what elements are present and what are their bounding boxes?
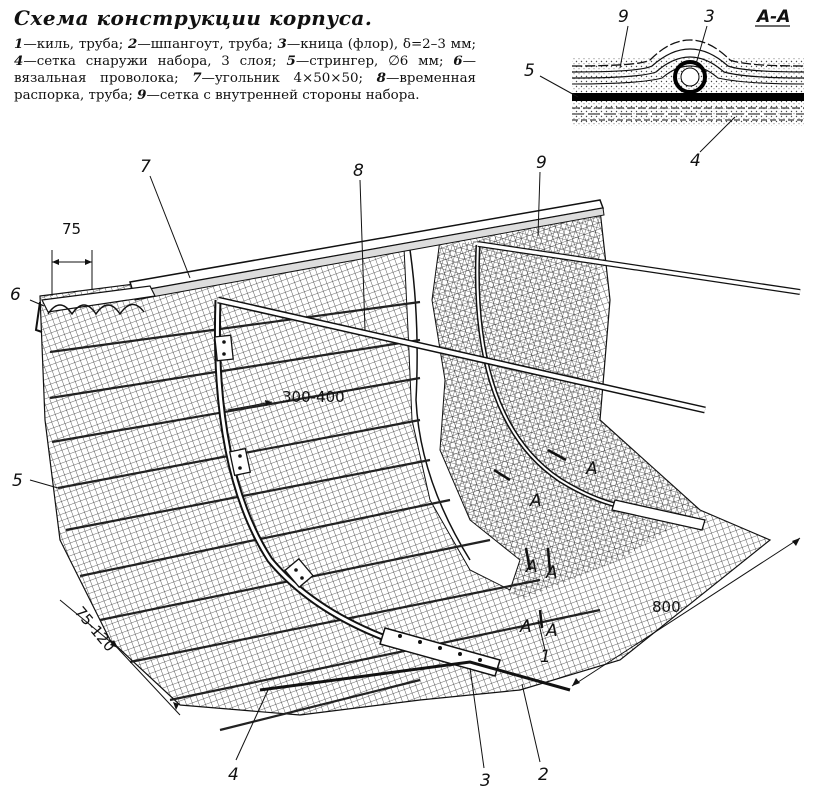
legend-description: —стрингер, ∅6 мм; bbox=[295, 54, 454, 69]
legend-number: 6 bbox=[453, 53, 463, 69]
label-3: 3 bbox=[480, 771, 491, 791]
section-mark-a-1: A bbox=[529, 491, 542, 511]
legend-number: 3 bbox=[277, 36, 287, 52]
section-mark-a-2: A bbox=[585, 459, 598, 479]
label-5: 5 bbox=[12, 471, 23, 491]
legend-number: 4 bbox=[14, 53, 24, 69]
legend-description: —сетка снаружи набора, 3 слоя; bbox=[23, 54, 287, 69]
label-6: 6 bbox=[10, 285, 21, 305]
section-label-3: 3 bbox=[704, 7, 715, 27]
legend-description: —временная распорка, труба; bbox=[14, 71, 476, 103]
legend-text: 1—киль, труба; 2—шпангоут, труба; 3—книц… bbox=[14, 36, 476, 104]
label-7: 7 bbox=[140, 157, 151, 177]
section-mark-a-4: A bbox=[545, 563, 558, 583]
section-mark-a-3: A bbox=[525, 557, 538, 577]
legend-description: —сетка с внутренней стороны набора. bbox=[146, 88, 420, 103]
legend-description: —угольник 4×50×50; bbox=[201, 71, 377, 86]
legend-number: 2 bbox=[127, 36, 138, 52]
hull-drawing: 7 8 9 6 5 4 3 2 1 75 300-400 800 75-120 … bbox=[10, 153, 801, 791]
legend-description: —вязальная проволока; bbox=[14, 54, 476, 86]
legend-number: 9 bbox=[137, 87, 147, 103]
dimension-300-400: 300-400 bbox=[282, 388, 345, 406]
label-9: 9 bbox=[536, 153, 547, 173]
label-8: 8 bbox=[353, 161, 364, 181]
legend-number: 8 bbox=[376, 70, 386, 86]
section-mark-a-5: A bbox=[545, 621, 558, 641]
section-title: А-А bbox=[755, 7, 790, 27]
section-label-4: 4 bbox=[690, 151, 701, 171]
label-1: 1 bbox=[540, 647, 551, 667]
legend-number: 5 bbox=[286, 53, 296, 69]
section-mark-a-6: A bbox=[519, 617, 532, 637]
legend-number: 7 bbox=[192, 70, 202, 86]
label-4: 4 bbox=[228, 765, 239, 785]
legend-description: —кница (флор), δ=2–3 мм; bbox=[286, 37, 476, 52]
section-a-a: 9 3 А-А 5 4 bbox=[524, 7, 805, 171]
dimension-800: 800 bbox=[652, 598, 681, 616]
legend-description: —шпангоут, труба; bbox=[137, 37, 278, 52]
figure-title: Схема конструкции корпуса. bbox=[14, 6, 373, 30]
section-label-9: 9 bbox=[618, 7, 629, 27]
legend-description: —киль, труба; bbox=[23, 37, 128, 52]
section-label-5: 5 bbox=[524, 61, 535, 81]
label-2: 2 bbox=[538, 765, 549, 785]
dimension-75: 75 bbox=[62, 220, 81, 238]
legend-number: 1 bbox=[14, 36, 24, 52]
